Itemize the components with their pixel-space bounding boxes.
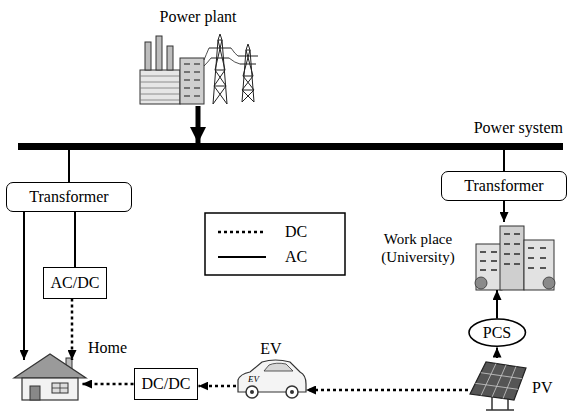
node-label: Transformer bbox=[464, 176, 543, 195]
node-label: AC/DC bbox=[51, 273, 100, 292]
node-label: DC/DC bbox=[142, 374, 191, 393]
transmission-tower bbox=[209, 34, 231, 104]
power-wires bbox=[204, 48, 240, 66]
solar-panel bbox=[470, 362, 526, 400]
building-block bbox=[476, 244, 502, 290]
chimney bbox=[167, 46, 173, 70]
ac-line bbox=[74, 212, 76, 268]
dc-line bbox=[496, 348, 498, 358]
node-label: Work place (University) bbox=[368, 230, 468, 266]
converter-box: AC/DC bbox=[43, 267, 108, 298]
factory-stripes bbox=[140, 76, 180, 100]
ac-line bbox=[23, 212, 25, 360]
ac-line bbox=[503, 150, 505, 171]
ac-line bbox=[496, 290, 498, 318]
legend-line-sample bbox=[218, 231, 266, 234]
factory-windows bbox=[184, 64, 200, 96]
chimney bbox=[156, 36, 162, 70]
window-frame bbox=[52, 383, 68, 393]
pv-illustration bbox=[470, 362, 526, 410]
node-label: Power plant bbox=[160, 7, 237, 26]
building-tower bbox=[500, 226, 524, 290]
power-flow-arrow bbox=[196, 106, 201, 143]
house-wall bbox=[22, 378, 78, 400]
building-windows bbox=[480, 234, 546, 270]
transformer-box: Transformer bbox=[441, 171, 566, 200]
power-plant-illustration bbox=[140, 34, 258, 104]
converter-box: DC/DC bbox=[134, 368, 199, 399]
house-door bbox=[30, 386, 40, 400]
factory-hall bbox=[140, 70, 180, 104]
legend-label: DC bbox=[285, 222, 307, 241]
workplace: Work place (University) bbox=[472, 222, 557, 290]
node-label: Power system bbox=[474, 118, 563, 137]
chimney bbox=[145, 42, 151, 70]
dc-line bbox=[71, 299, 74, 360]
ac-line bbox=[68, 150, 70, 182]
wheel-hub bbox=[290, 390, 294, 394]
tree bbox=[475, 277, 487, 289]
car-window bbox=[264, 363, 293, 371]
car-wheel bbox=[286, 386, 298, 398]
factory-block bbox=[180, 58, 204, 104]
panel-grid bbox=[475, 364, 522, 399]
legend-line-sample bbox=[218, 256, 266, 258]
house-illustration bbox=[14, 354, 86, 400]
ac-line bbox=[503, 201, 505, 222]
node-label: EV bbox=[260, 339, 281, 358]
house-window bbox=[52, 383, 68, 393]
legend-label: AC bbox=[285, 247, 307, 266]
car-wheel bbox=[246, 386, 258, 398]
node-label: Home bbox=[88, 338, 127, 357]
dc-line bbox=[306, 389, 468, 392]
transmission-tower bbox=[238, 44, 258, 102]
node-label: EV bbox=[248, 375, 259, 384]
car-illustration bbox=[238, 360, 306, 398]
university-illustration bbox=[475, 226, 555, 290]
transformer-box: Transformer bbox=[6, 182, 131, 211]
wheel-hub bbox=[250, 390, 254, 394]
power-system-bus: Power system bbox=[18, 143, 563, 150]
home: Home bbox=[18, 360, 82, 400]
node-label: PCS bbox=[483, 323, 511, 342]
node-label: PV bbox=[532, 378, 552, 397]
pv-panel: PV bbox=[468, 358, 526, 410]
node-label: Transformer bbox=[29, 187, 108, 206]
ellipse-shape bbox=[469, 319, 525, 346]
tree bbox=[543, 277, 555, 289]
electric-vehicle: EVEV bbox=[236, 360, 306, 398]
power-plant: Power plant bbox=[138, 30, 258, 106]
dc-line bbox=[198, 385, 236, 388]
pcs-ellipse: PCS bbox=[468, 318, 526, 347]
legend-box bbox=[205, 213, 345, 275]
dc-line bbox=[82, 383, 134, 386]
